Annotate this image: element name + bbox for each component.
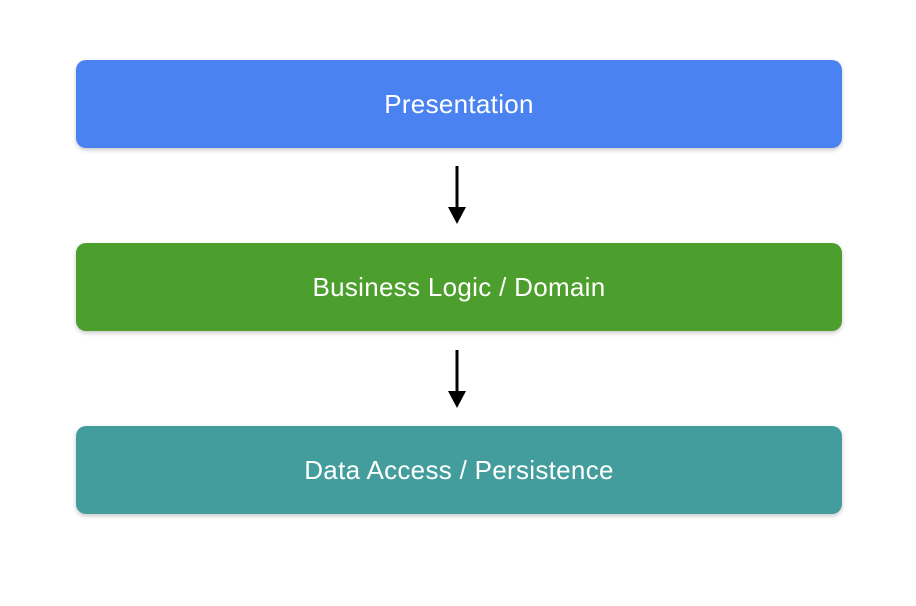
arrow-business-to-data <box>446 350 468 408</box>
down-arrow-icon <box>448 350 466 408</box>
layer-label-data-access: Data Access / Persistence <box>304 454 614 485</box>
down-arrow-icon <box>448 166 466 224</box>
layer-label-business-logic: Business Logic / Domain <box>312 271 606 302</box>
layer-label-presentation: Presentation <box>384 88 534 119</box>
layer-box-presentation: Presentation <box>76 60 842 148</box>
layer-box-business-logic: Business Logic / Domain <box>76 243 842 331</box>
arrow-presentation-to-business <box>446 166 468 224</box>
layer-box-data-access: Data Access / Persistence <box>76 426 842 514</box>
